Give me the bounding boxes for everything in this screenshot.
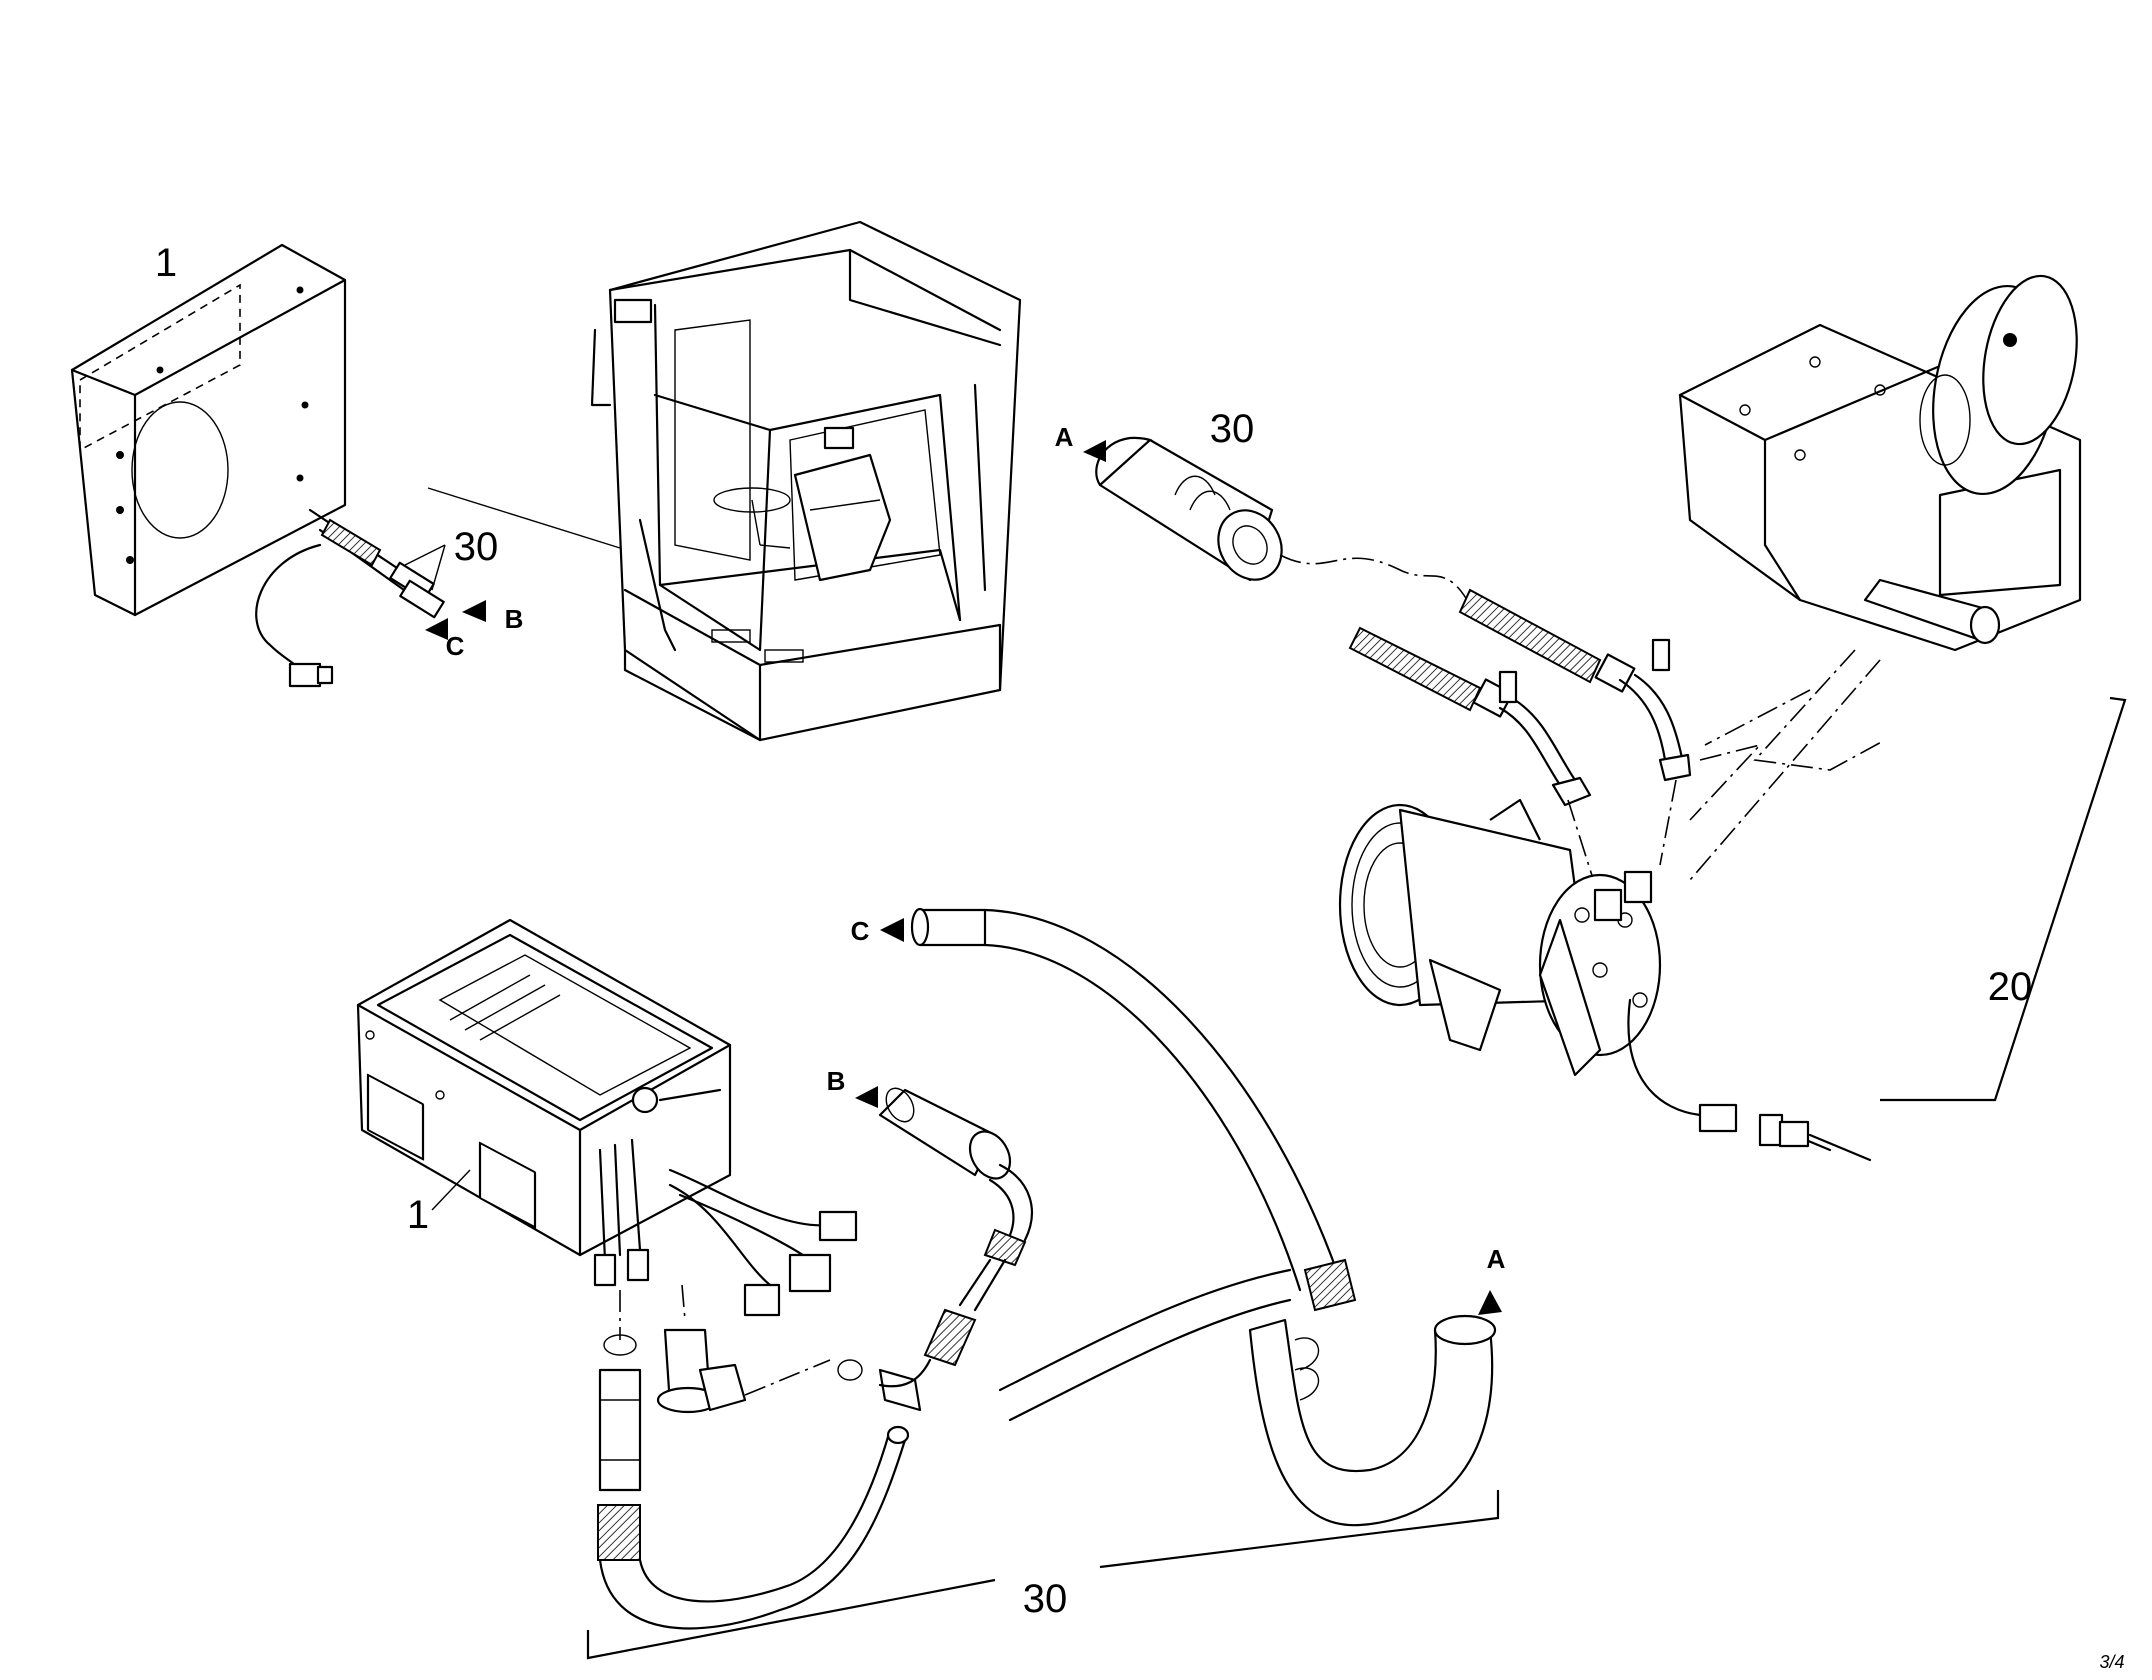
insulation-sleeve-top (1095, 436, 1283, 582)
operator-cab (590, 220, 1022, 742)
bracket-compressor-group (1880, 696, 2127, 1102)
compressor-mount-bracket (1678, 274, 2082, 652)
callout-hose-group-bottom: 30 (1023, 1577, 1068, 1621)
connection-arrow-c-bottom (880, 918, 904, 942)
evaporator-cover-unit (70, 243, 445, 688)
connection-arrow-c-top (425, 618, 448, 640)
label-connection-a-top: A (1055, 422, 1074, 452)
hose-b (837, 1087, 1033, 1412)
connection-arrow-b-bottom (855, 1086, 878, 1108)
braided-hose-pair (1348, 588, 1692, 807)
dash-leader-f (1689, 659, 1881, 881)
label-connection-b-bottom: B (827, 1066, 846, 1096)
dash-leader-a (1567, 799, 1596, 886)
callout-evaporator-cover: 1 (155, 241, 177, 285)
connection-arrow-b-top (462, 600, 486, 622)
dash-leader-e (1753, 649, 1886, 771)
callout-heater-unit: 1 (407, 1193, 429, 1237)
callout-hose-top-center: 30 (1210, 407, 1255, 451)
corner-mark: 3/4 (2099, 1652, 2124, 1672)
bracket-hose-group (586, 1490, 1500, 1660)
label-connection-b-top: B (505, 604, 524, 634)
leader-heater (431, 1169, 471, 1211)
connection-arrow-a-bottom (1478, 1290, 1502, 1315)
label-connection-a-bottom: A (1487, 1244, 1506, 1274)
connection-arrow-a-top (1083, 440, 1106, 462)
dash-leader-sleeve (1279, 554, 1471, 606)
label-connection-c-top: C (446, 631, 465, 661)
heater-unit (356, 918, 858, 1492)
callout-compressor-group: 20 (1988, 965, 2033, 1009)
dash-leader-c (1689, 743, 1763, 821)
dash-leader-b (1659, 779, 1677, 866)
dash-leader-d (1704, 689, 1811, 746)
label-connection-c-bottom: C (851, 916, 870, 946)
hose-a-bottom (998, 1258, 1497, 1527)
ac-compressor (1338, 798, 1872, 1162)
hose-heater-return (597, 1425, 910, 1630)
callout-hoses-top-left: 30 (454, 525, 499, 569)
hose-c (910, 907, 1342, 1292)
cab-leader-line (427, 487, 621, 549)
leader-line-hoses (404, 544, 446, 591)
